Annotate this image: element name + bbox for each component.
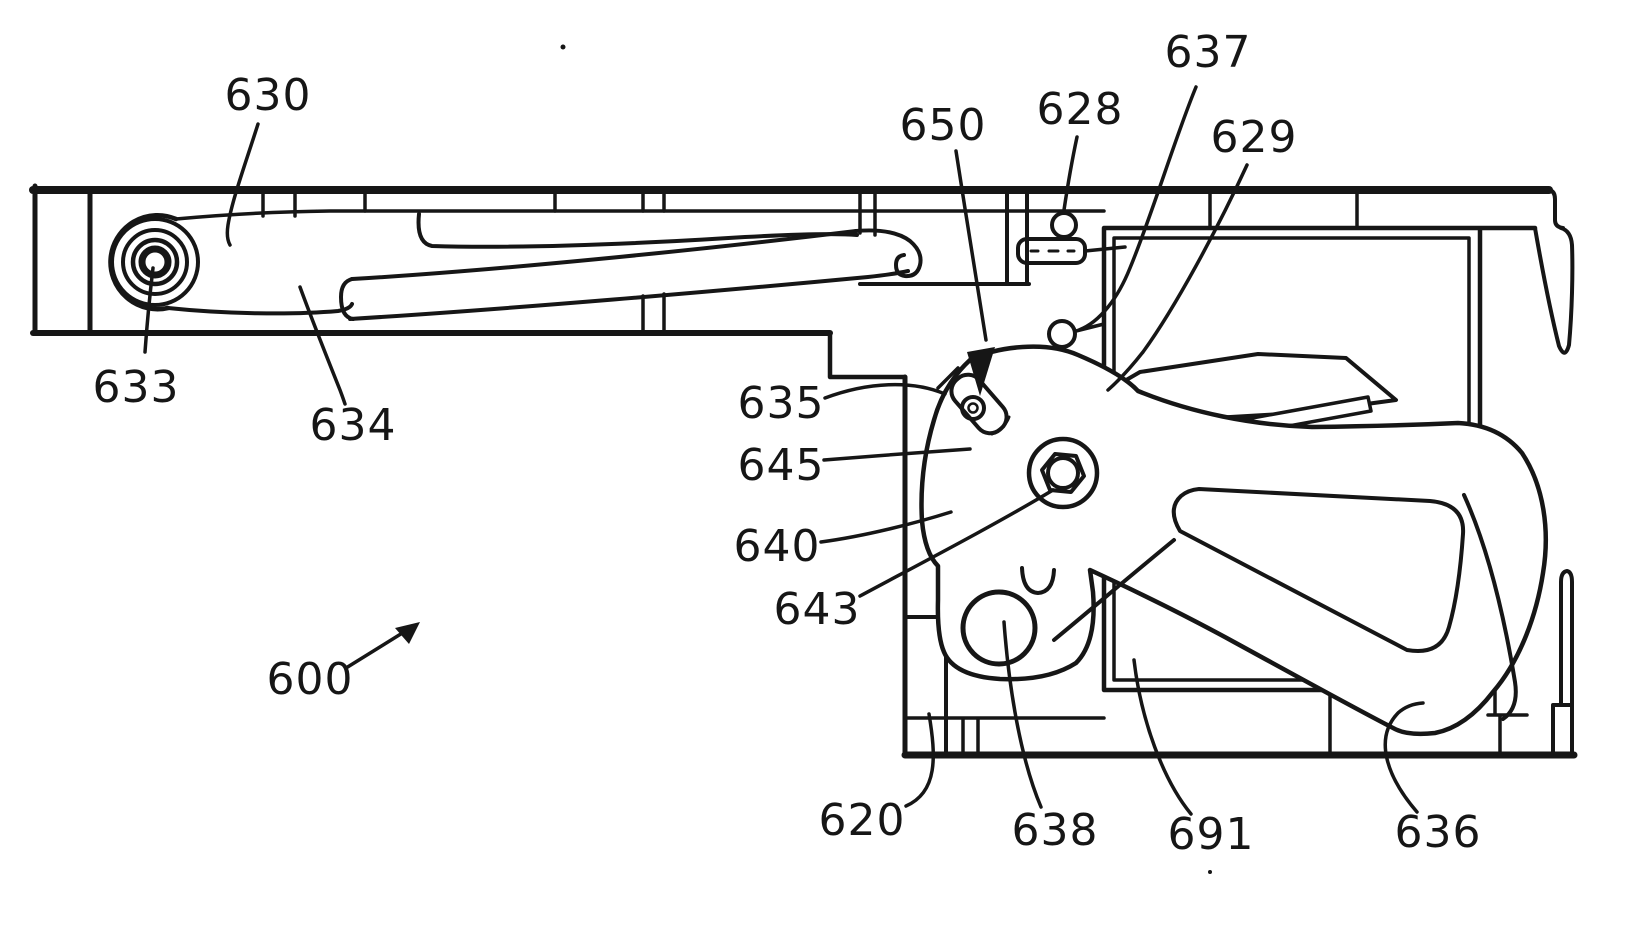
arrow-600-shaft — [344, 630, 406, 670]
ref-label-636: 636 — [1394, 807, 1482, 858]
pin-hole-628 — [1050, 211, 1078, 239]
ref-label-620: 620 — [818, 795, 906, 846]
right-ledge-lines — [1486, 688, 1529, 755]
housing-notch — [1020, 566, 1056, 595]
latch-pivot-outer — [1026, 436, 1100, 510]
leader-645 — [822, 447, 972, 462]
leader-629 — [1106, 163, 1249, 392]
ref-label-650: 650 — [899, 100, 987, 151]
section-ticks-top — [261, 189, 1359, 237]
arm-tip-curl — [854, 228, 923, 279]
leader-635 — [823, 382, 947, 400]
bottom-inner-line — [903, 716, 1106, 755]
cylinder-eyelet-outer — [960, 395, 986, 421]
leader-lines — [143, 85, 1425, 816]
leader-638 — [1002, 620, 1043, 809]
ref-label-643: 643 — [773, 584, 861, 635]
bearing-ring-inner — [130, 237, 180, 287]
leader-636 — [1383, 701, 1425, 814]
cylinder-cap-line — [990, 415, 1011, 436]
ink-dot-bottom — [1208, 870, 1212, 874]
arrow-600-head — [395, 622, 420, 644]
block-face-details — [1016, 211, 1127, 349]
top-inner-line — [174, 209, 1106, 221]
arm-upper-step-line — [416, 212, 859, 249]
arm-channel-ticks — [641, 292, 666, 335]
ref-label-634: 634 — [309, 400, 397, 451]
arm-slot-left-turn — [339, 277, 355, 321]
pivot-boss-lower-tangent — [166, 302, 354, 316]
roller-circle-638 — [960, 589, 1038, 667]
side-blade — [1559, 569, 1574, 707]
leader-633 — [143, 266, 155, 354]
ref-label-633: 633 — [92, 362, 180, 413]
ref-label-691: 691 — [1167, 809, 1255, 860]
corner-fang — [1533, 226, 1575, 355]
latch-pivot-hex — [1040, 452, 1086, 494]
bearing-ring-outer — [110, 217, 200, 307]
leader-691 — [1132, 658, 1193, 816]
pivot-bearing — [108, 213, 354, 316]
pin-to-wall-line — [1083, 245, 1127, 253]
latch-lower-edge-line — [1052, 538, 1176, 642]
leader-634 — [298, 285, 347, 406]
leader-620 — [904, 712, 936, 808]
leader-650 — [954, 149, 988, 342]
detent-hole-637 — [1047, 319, 1077, 349]
tip-post-lines — [858, 189, 1031, 286]
leader-630 — [225, 122, 260, 247]
leader-637 — [1077, 85, 1198, 332]
leader-640 — [819, 510, 953, 544]
arrow-600 — [344, 622, 420, 670]
actuator-arm — [339, 212, 923, 335]
ref-label-645: 645 — [737, 440, 825, 491]
latch-pivot-bore — [1046, 456, 1080, 490]
arm-taper-bottom-line — [348, 269, 910, 321]
ref-label-630: 630 — [224, 70, 312, 121]
base-plate — [29, 183, 1578, 759]
clasp-line — [936, 366, 960, 390]
blade-step-edges — [1551, 703, 1574, 755]
hook-thickness-line — [1462, 493, 1518, 721]
latch-and-hook — [919, 344, 1549, 737]
arrow-650-head — [967, 347, 995, 396]
bearing-ring-mid — [121, 228, 189, 296]
left-end-edges — [32, 183, 93, 336]
ref-label-635: 635 — [737, 378, 825, 429]
hook-window — [1171, 487, 1466, 653]
ref-label-637: 637 — [1164, 27, 1252, 78]
top-right-corner-step — [1547, 188, 1565, 230]
bearing-hub — [138, 245, 172, 279]
leader-643 — [858, 488, 1055, 598]
ref-label-638: 638 — [1011, 805, 1099, 856]
leader-628 — [1062, 135, 1079, 212]
ref-label-629: 629 — [1210, 112, 1298, 163]
ref-label-600: 600 — [266, 654, 354, 705]
cylinder-eyelet-inner — [967, 402, 979, 414]
arm-taper-top-line — [350, 229, 858, 281]
ref-label-640: 640 — [733, 521, 821, 572]
step-down-edge — [827, 330, 908, 380]
ink-dot-top — [560, 44, 566, 50]
ref-label-628: 628 — [1036, 84, 1124, 135]
